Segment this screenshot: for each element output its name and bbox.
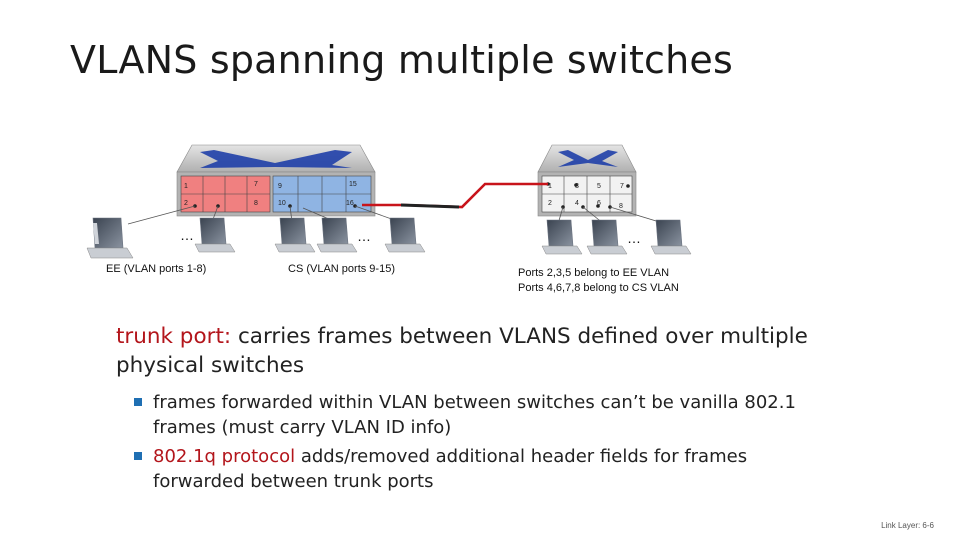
port-label: 8 xyxy=(254,200,258,207)
port-label: 1 xyxy=(184,183,188,190)
port-label: 7 xyxy=(254,181,258,188)
trunk-port-term: trunk port: xyxy=(116,324,232,349)
bullet-item: frames forwarded within VLAN between swi… xyxy=(134,390,834,440)
host-icon xyxy=(194,217,236,253)
host-icon xyxy=(541,219,583,255)
caption-cs: CS (VLAN ports 9-15) xyxy=(288,263,395,275)
bullet-term: 802.1q protocol xyxy=(153,446,296,467)
port-label: 8 xyxy=(619,203,623,210)
footer-page-label: Link Layer: 6-6 xyxy=(881,521,934,530)
host-icon xyxy=(316,217,358,253)
trunk-port-desc: carries frames between VLANS defined ove… xyxy=(116,324,808,378)
host-icon xyxy=(274,217,316,253)
caption-right-line2: Ports 4,6,7,8 belong to CS VLAN xyxy=(518,282,679,294)
switch-left: 1 7 9 15 2 8 10 16 xyxy=(176,144,376,217)
port-label: 7 xyxy=(620,183,624,190)
port-label: 4 xyxy=(575,200,579,207)
port-label: 10 xyxy=(278,200,286,207)
port-label: 16 xyxy=(346,200,354,207)
bullet-item: 802.1q protocol adds/removed additional … xyxy=(134,444,834,494)
trunk-link xyxy=(362,182,548,209)
port-label: 15 xyxy=(349,181,357,188)
bullet-square-icon xyxy=(134,398,142,406)
port-label: 5 xyxy=(597,183,601,190)
port-label: 2 xyxy=(184,200,188,207)
host-icon xyxy=(650,219,692,255)
port-label: 1 xyxy=(548,183,552,190)
ellipsis-ee: … xyxy=(180,227,194,243)
ellipsis-cs: … xyxy=(357,228,371,244)
bullet-text: adds/removed additional header fields fo… xyxy=(153,446,748,492)
switch-right: 1 3 5 7 2 4 6 8 xyxy=(537,144,637,217)
bullet-text: frames forwarded within VLAN between swi… xyxy=(153,392,796,438)
trunk-port-definition: trunk port: carries frames between VLANS… xyxy=(116,322,896,380)
port-label: 3 xyxy=(575,183,579,190)
caption-right: Ports 2,3,5 belong to EE VLAN Ports 4,6,… xyxy=(518,266,679,296)
host-icon xyxy=(384,217,426,253)
caption-right-line1: Ports 2,3,5 belong to EE VLAN xyxy=(518,267,670,279)
bullet-list: frames forwarded within VLAN between swi… xyxy=(134,390,834,498)
host-icon xyxy=(86,217,134,259)
ellipsis-right: … xyxy=(627,230,641,246)
bullet-square-icon xyxy=(134,452,142,460)
host-icon xyxy=(586,219,628,255)
port-label: 9 xyxy=(278,183,282,190)
port-label: 2 xyxy=(548,200,552,207)
vlan-diagram: 1 7 9 15 2 8 10 16 1 3 5 7 xyxy=(86,144,692,259)
port-label: 6 xyxy=(597,200,601,207)
page-title: VLANS spanning multiple switches xyxy=(70,38,734,82)
caption-ee: EE (VLAN ports 1-8) xyxy=(106,263,207,275)
